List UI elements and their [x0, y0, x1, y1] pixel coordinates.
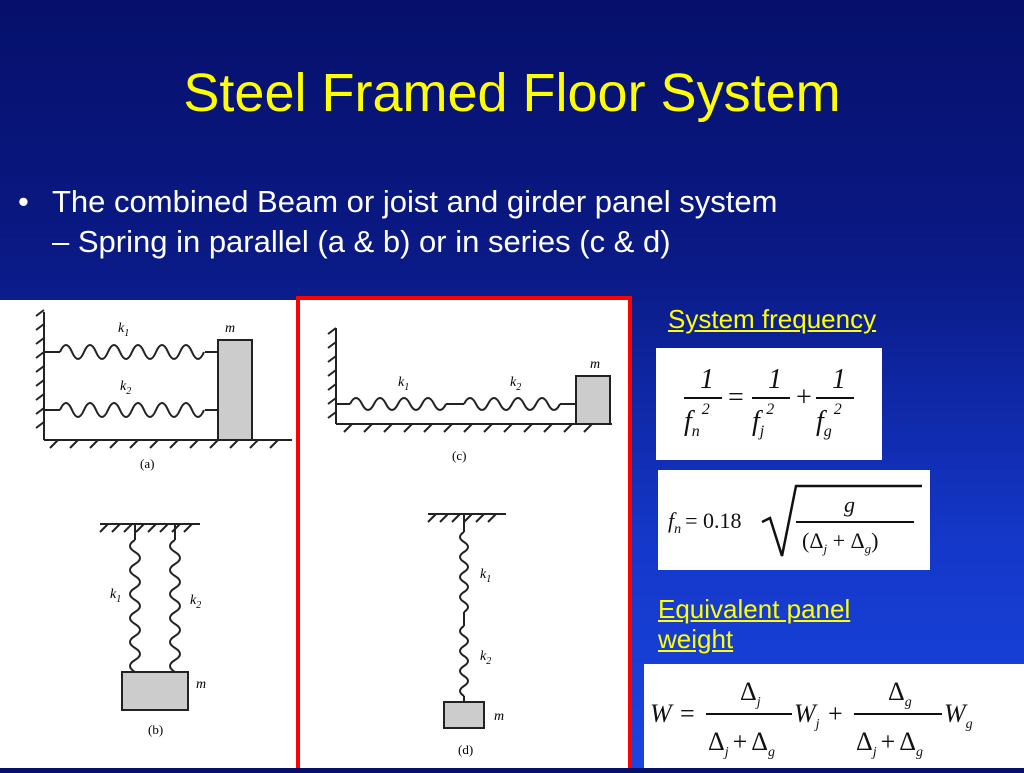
svg-text:(Δj + Δg): (Δj + Δg): [802, 528, 879, 556]
label-b-mass: m: [196, 677, 206, 692]
formula-frequency-sum: 1 fn2 = 1 fj2 + 1 fg2: [656, 348, 882, 460]
svg-text:fg2: fg2: [816, 401, 842, 440]
bullet-text: The combined Beam or joist and girder pa…: [52, 182, 1012, 262]
svg-text:fn= 0.18: fn= 0.18: [668, 508, 742, 537]
svg-text:Wj: Wj: [794, 699, 820, 732]
svg-text:Δj: Δj: [740, 677, 761, 710]
diagram-panel-ab: k1 k2 m (a) k1 k2 m (b): [0, 300, 296, 768]
label-c-mass: m: [590, 357, 600, 372]
label-d-mass: m: [494, 709, 504, 724]
caption-c: (c): [452, 448, 466, 463]
svg-text:+: +: [796, 382, 812, 413]
svg-text:1: 1: [700, 364, 714, 395]
svg-text:+: +: [828, 699, 843, 728]
svg-text:1: 1: [768, 364, 782, 395]
diagram-panel-cd-highlight: k1 k2 m (c) k1 k2 m (d): [296, 296, 632, 768]
svg-text:=: =: [728, 382, 744, 413]
label-d-k2: k2: [480, 649, 491, 667]
caption-b: (b): [148, 722, 163, 737]
label-equiv-line-2: weight: [658, 624, 734, 654]
bullet-line-2: – Spring in parallel (a & b) or in serie…: [52, 224, 671, 259]
label-equiv-line-1: Equivalent panel: [658, 594, 851, 624]
svg-text:Δg: Δg: [888, 677, 912, 710]
formula-equivalent-weight: W = Δj Δj+Δg Wj + Δg Δj+Δg Wg: [644, 664, 1024, 768]
svg-text:Δj+Δg: Δj+Δg: [708, 727, 775, 760]
svg-text:W: W: [650, 699, 674, 728]
caption-a: (a): [140, 456, 154, 471]
svg-text:g: g: [844, 492, 855, 517]
svg-text:fj2: fj2: [752, 401, 774, 440]
spring-diagrams-cd: k1 k2 m (c) k1 k2 m (d): [327, 327, 612, 757]
svg-text:1: 1: [832, 364, 846, 395]
slide-title: Steel Framed Floor System: [183, 63, 841, 123]
label-system-frequency: System frequency: [668, 304, 877, 334]
bullet-line-1: The combined Beam or joist and girder pa…: [52, 184, 778, 219]
label-a-k2: k2: [120, 379, 131, 397]
formula-frequency-root: fn= 0.18 g (Δj + Δg): [658, 470, 930, 570]
bullet-marker: •: [18, 184, 29, 219]
label-b-k1: k1: [110, 587, 121, 605]
svg-text:Wg: Wg: [944, 699, 973, 732]
caption-d: (d): [458, 742, 473, 757]
label-equivalent-panel-weight: Equivalent panel weight: [658, 594, 850, 654]
svg-text:=: =: [680, 699, 695, 728]
label-c-k2: k2: [510, 375, 521, 393]
label-a-k1: k1: [118, 321, 129, 339]
label-d-k1: k1: [480, 567, 491, 585]
spring-diagrams-ab: k1 k2 m (a) k1 k2 m (b): [35, 309, 292, 737]
label-b-k2: k2: [190, 593, 201, 611]
label-a-mass: m: [225, 321, 235, 336]
svg-text:fn2: fn2: [684, 401, 710, 440]
label-c-k1: k1: [398, 375, 409, 393]
svg-text:Δj+Δg: Δj+Δg: [856, 727, 923, 760]
